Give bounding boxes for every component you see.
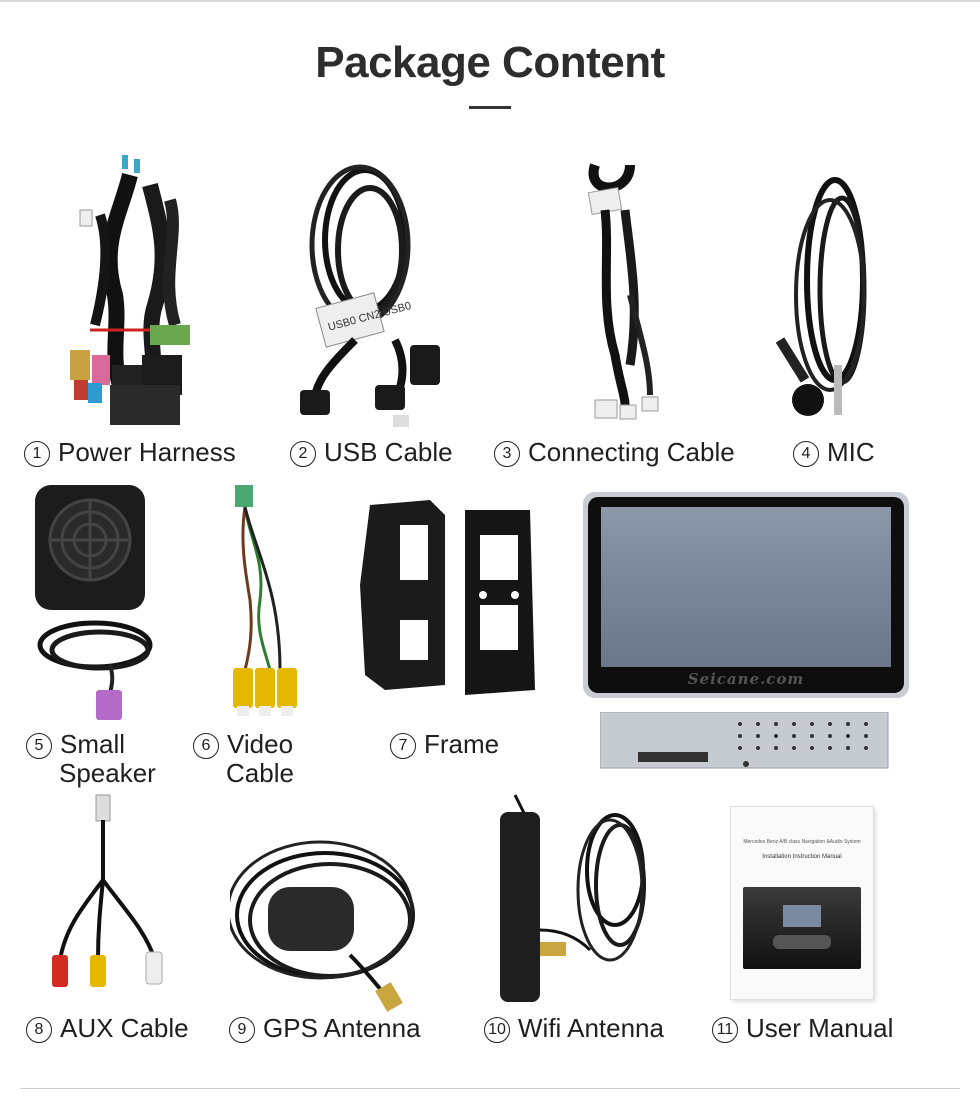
mic-image bbox=[775, 177, 867, 416]
item-number: 11 bbox=[712, 1017, 738, 1043]
item-number: 7 bbox=[390, 733, 416, 759]
item-number: 3 bbox=[494, 441, 520, 467]
item-number: 5 bbox=[26, 733, 52, 759]
item-number: 2 bbox=[290, 441, 316, 467]
manual-title-text: Installation Instruction Manual bbox=[762, 854, 842, 860]
item-label: 7 Frame bbox=[390, 730, 499, 759]
item-number: 1 bbox=[24, 441, 50, 467]
manual-cover-photo bbox=[743, 887, 861, 969]
item-text: User Manual bbox=[746, 1013, 894, 1043]
item-label: 5 Small Speaker bbox=[26, 730, 156, 788]
item-number: 8 bbox=[26, 1017, 52, 1043]
item-label: 6 Video Cable bbox=[193, 730, 294, 788]
item-text: Small bbox=[60, 729, 126, 759]
item-text: MIC bbox=[827, 437, 875, 467]
power-harness-image bbox=[70, 155, 190, 425]
item-label: 1 Power Harness bbox=[24, 438, 236, 467]
title-underline bbox=[469, 106, 511, 109]
item-number: 9 bbox=[229, 1017, 255, 1043]
item-label: 9 GPS Antenna bbox=[229, 1014, 421, 1043]
item-label: 8 AUX Cable bbox=[26, 1014, 189, 1043]
item-text: Connecting Cable bbox=[528, 437, 735, 467]
page-title: Package Content bbox=[315, 38, 665, 87]
item-text: Wifi Antenna bbox=[518, 1013, 664, 1043]
head-unit-bezel: Seicane.com bbox=[583, 492, 909, 698]
gps-antenna-image bbox=[230, 840, 415, 1012]
manual-header-text: Mercedes Benz A/B class Navigation &Audi… bbox=[743, 839, 861, 845]
video-cable-image bbox=[233, 485, 297, 716]
item-text: Video bbox=[227, 729, 294, 759]
item-number: 6 bbox=[193, 733, 219, 759]
bottom-divider bbox=[20, 1088, 960, 1089]
wifi-antenna-image bbox=[500, 794, 646, 1002]
connecting-cable-image bbox=[587, 163, 659, 420]
item-text-line2: Speaker bbox=[59, 758, 156, 788]
item-text: AUX Cable bbox=[60, 1013, 189, 1043]
item-number: 10 bbox=[484, 1017, 510, 1043]
item-label: 2 USB Cable bbox=[290, 438, 453, 467]
item-text: USB Cable bbox=[324, 437, 453, 467]
user-manual-image: Mercedes Benz A/B class Navigation &Audi… bbox=[730, 806, 874, 1000]
aux-cable-image bbox=[52, 794, 163, 987]
frame-image bbox=[360, 500, 535, 695]
item-label: 3 Connecting Cable bbox=[494, 438, 735, 467]
item-label: 10 Wifi Antenna bbox=[484, 1014, 664, 1043]
usb-cable-image: USB0 CN2 USB0 bbox=[300, 164, 440, 427]
item-number: 4 bbox=[793, 441, 819, 467]
watermark: Seicane.com bbox=[687, 670, 805, 688]
item-text: Power Harness bbox=[58, 437, 236, 467]
control-box-image bbox=[600, 712, 889, 769]
small-speaker-image bbox=[35, 485, 153, 720]
item-text: Frame bbox=[424, 729, 500, 759]
top-divider bbox=[0, 0, 980, 2]
item-text-line2: Cable bbox=[226, 758, 294, 788]
item-text: GPS Antenna bbox=[263, 1013, 421, 1043]
item-label: 4 MIC bbox=[793, 438, 875, 467]
item-label: 11 User Manual bbox=[712, 1014, 893, 1043]
